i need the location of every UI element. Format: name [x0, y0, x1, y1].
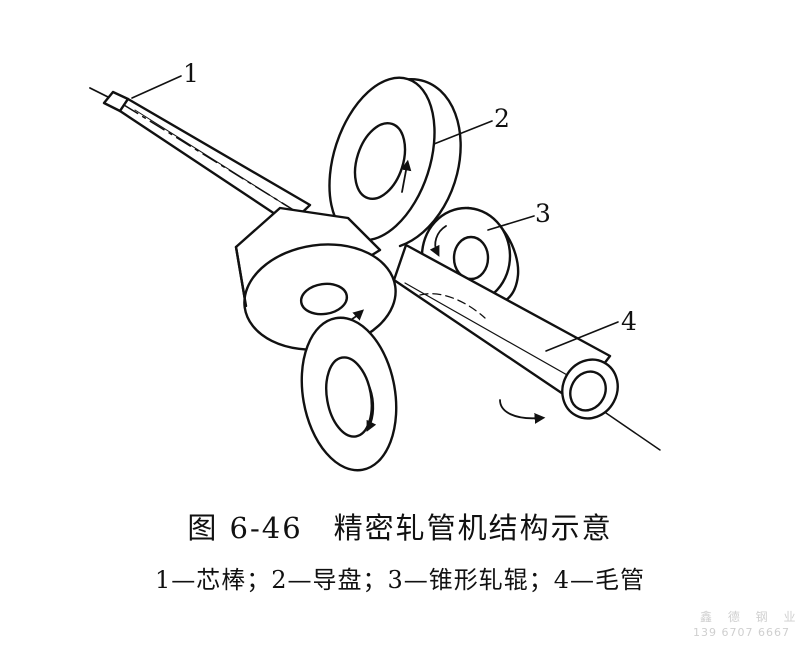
guide-disc-top — [328, 76, 462, 248]
mandrel — [89, 87, 312, 226]
figure-legend: 1—芯棒；2—导盘；3—锥形轧辊；4—毛管 — [154, 566, 646, 594]
label-1: 1 — [183, 59, 199, 88]
guide-disc-bottom — [300, 316, 398, 472]
figure-title: 图 6-46 精密轧管机结构示意 — [187, 511, 613, 545]
label-3: 3 — [535, 199, 551, 228]
leader-lines — [131, 75, 619, 352]
tube — [392, 243, 661, 451]
label-4: 4 — [621, 307, 637, 336]
label-2: 2 — [494, 104, 510, 133]
watermark-name: 鑫 德 钢 业 — [700, 610, 800, 624]
watermark-phone: 139 6707 6667 — [693, 626, 790, 639]
